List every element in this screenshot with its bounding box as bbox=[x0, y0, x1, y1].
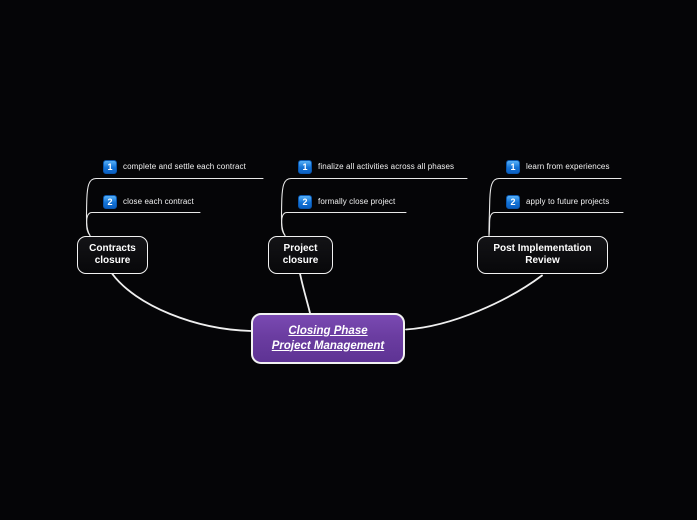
branch-line-post-item2 bbox=[488, 211, 624, 237]
central-topic-title-line: Project Management bbox=[271, 339, 385, 352]
subtopic-apply-to-future-projects[interactable]: 2 apply to future projects bbox=[506, 194, 609, 209]
topic-title-line: closure bbox=[282, 255, 319, 266]
topic-contracts-closure[interactable]: Contracts closure bbox=[77, 236, 148, 274]
connector-center-to-contracts bbox=[111, 272, 252, 332]
connector-center-to-project bbox=[299, 272, 311, 314]
branch-line-project-item2 bbox=[281, 211, 407, 237]
subtopic-label: formally close project bbox=[318, 197, 396, 206]
subtopic-label: learn from experiences bbox=[526, 162, 610, 171]
numbering-badge: 2 bbox=[103, 194, 117, 209]
central-topic-closing-phase[interactable]: Closing Phase Project Management bbox=[251, 313, 405, 364]
subtopic-formally-close-project[interactable]: 2 formally close project bbox=[298, 194, 395, 209]
numbering-badge: 2 bbox=[506, 194, 520, 209]
topic-title-line: closure bbox=[94, 255, 131, 266]
topic-project-closure[interactable]: Project closure bbox=[268, 236, 333, 274]
numbering-badge: 2 bbox=[298, 194, 312, 209]
branch-line-contracts-item2 bbox=[86, 211, 201, 237]
subtopic-label: apply to future projects bbox=[526, 197, 610, 206]
topic-title-line: Contracts bbox=[89, 242, 136, 254]
subtopic-label: close each contract bbox=[123, 197, 194, 206]
subtopic-label: finalize all activities across all phase… bbox=[318, 162, 455, 171]
numbering-badge: 1 bbox=[103, 159, 117, 174]
central-topic-title-line: Closing Phase bbox=[288, 324, 368, 337]
subtopic-close-each-contract[interactable]: 2 close each contract bbox=[103, 194, 194, 209]
subtopic-learn-from-experiences[interactable]: 1 learn from experiences bbox=[506, 159, 610, 174]
numbering-badge: 1 bbox=[298, 159, 312, 174]
topic-title-line: Project bbox=[283, 242, 318, 254]
subtopic-label: complete and settle each contract bbox=[123, 162, 246, 171]
topic-title-line: Post Implementation bbox=[493, 242, 592, 254]
subtopic-complete-and-settle-each-contract[interactable]: 1 complete and settle each contract bbox=[103, 159, 246, 174]
topic-title-line: Review bbox=[525, 255, 560, 266]
topic-post-implementation-review[interactable]: Post Implementation Review bbox=[477, 236, 608, 274]
connector-center-to-post bbox=[405, 274, 543, 331]
subtopic-finalize-all-activities[interactable]: 1 finalize all activities across all pha… bbox=[298, 159, 454, 174]
numbering-badge: 1 bbox=[506, 159, 520, 174]
